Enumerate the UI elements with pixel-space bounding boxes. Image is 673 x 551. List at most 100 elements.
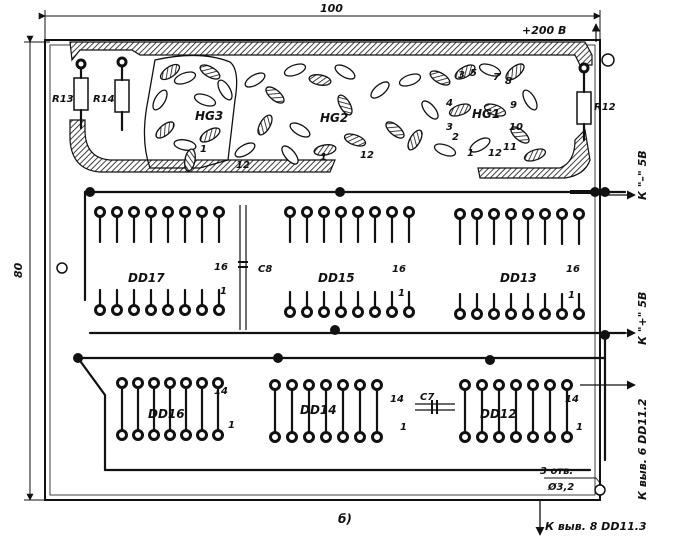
chip-pad: [544, 379, 556, 391]
chip-pad: [522, 308, 534, 320]
label-r14: R14: [93, 94, 115, 105]
indicator-hg3-outline: [143, 54, 238, 169]
svg-text:1: 1: [467, 148, 474, 159]
indicator-segment: [343, 133, 367, 147]
dd17-pin-16: 16: [214, 262, 228, 273]
chip-pad: [488, 208, 500, 220]
chip-pad: [573, 208, 585, 220]
hg3-pin-12: 12: [236, 160, 250, 171]
chip-pad: [403, 206, 415, 218]
chip-pad: [352, 306, 364, 318]
svg-text:11: 11: [503, 142, 517, 153]
indicator-segment: [433, 143, 457, 157]
chip-pad: [471, 208, 483, 220]
chip-pad: [213, 206, 225, 218]
junction-pad: [600, 330, 610, 340]
hole-diameter-label: Ø3,2: [547, 481, 574, 493]
svg-text:3: 3: [446, 122, 453, 133]
junction-pad: [590, 187, 600, 197]
chip-pad: [196, 304, 208, 316]
pad: [116, 56, 128, 68]
label-hg1: HG1: [472, 107, 500, 121]
chip-pad: [471, 308, 483, 320]
chip-pad: [454, 208, 466, 220]
resistor-r14: [114, 56, 130, 132]
chip-pad: [286, 431, 298, 443]
chip-pad: [539, 308, 551, 320]
dd14-pin-1: 1: [400, 422, 407, 433]
svg-text:9: 9: [510, 100, 517, 111]
junction-pad: [85, 187, 95, 197]
svg-text:8: 8: [505, 76, 512, 87]
label-k-dd11-2: К выв. 6 DD11.2: [636, 398, 649, 500]
dd15-pin-16: 16: [392, 264, 406, 275]
chip-pad: [369, 206, 381, 218]
chip-pad: [369, 306, 381, 318]
indicator-segments: [152, 63, 547, 172]
chip-pad: [488, 308, 500, 320]
height-dimension-label: 80: [12, 262, 25, 278]
chip-pad: [539, 208, 551, 220]
svg-text:12: 12: [488, 148, 502, 159]
chip-pad: [145, 206, 157, 218]
indicator-segment: [199, 64, 221, 80]
label-dd16: DD16: [148, 407, 185, 421]
chip-pad: [111, 304, 123, 316]
chip-pad: [510, 431, 522, 443]
chip-pad: [459, 379, 471, 391]
chip-pad: [337, 431, 349, 443]
chip-pad: [337, 379, 349, 391]
chip-pad: [148, 377, 160, 389]
chip-pad: [318, 206, 330, 218]
hg2-pin-12: 12: [360, 150, 374, 161]
indicator-segment: [308, 74, 332, 86]
mounting-hole: [56, 262, 68, 274]
chip-pad: [386, 206, 398, 218]
chip-pad: [116, 429, 128, 441]
chip-pad: [476, 431, 488, 443]
label-c8: C8: [258, 264, 272, 275]
indicator-segment: [483, 103, 507, 117]
chip-pad: [527, 379, 539, 391]
chip-pads: [73, 187, 610, 443]
chip-pad: [505, 208, 517, 220]
indicator-segment: [281, 145, 299, 165]
dd16-pin-14: 14: [214, 386, 228, 397]
label-k-minus: К "–" 5В: [636, 150, 649, 200]
dd15-pin-1: 1: [398, 288, 405, 299]
bus-ground: [76, 338, 607, 472]
indicator-segment: [283, 63, 307, 77]
chip-pad: [116, 377, 128, 389]
junction-pad: [73, 353, 83, 363]
indicator-segment: [173, 71, 197, 85]
svg-text:4: 4: [445, 98, 453, 109]
label-r13: R13: [52, 94, 74, 105]
chip-pad: [284, 206, 296, 218]
chip-pad: [522, 208, 534, 220]
chip-pad: [320, 431, 332, 443]
indicator-segment: [337, 94, 353, 116]
resistor-r12: [576, 68, 592, 142]
label-hg2: HG2: [320, 111, 348, 125]
mounting-hole: [594, 484, 606, 496]
label-hg3: HG3: [195, 109, 223, 123]
junction-pad: [335, 187, 345, 197]
indicator-segment: [244, 72, 266, 88]
width-dimension-label: 100: [320, 2, 343, 15]
indicator-segment: [217, 79, 233, 101]
chip-pad: [556, 308, 568, 320]
chip-pad: [213, 304, 225, 316]
dd17-pin-1: 1: [220, 286, 227, 297]
dd16-pin-1: 1: [228, 420, 235, 431]
junction-pad: [485, 355, 495, 365]
dd14-pin-14: 14: [390, 394, 404, 405]
dd12-pin-14: 14: [565, 394, 579, 405]
indicator-segment: [505, 63, 525, 81]
junction-pad: [273, 353, 283, 363]
chip-pad: [212, 377, 224, 389]
indicator-segment: [370, 81, 390, 99]
chip-pad: [301, 306, 313, 318]
svg-text:2: 2: [452, 132, 459, 143]
chip-pad: [179, 304, 191, 316]
indicator-supply-bus: [69, 41, 593, 179]
